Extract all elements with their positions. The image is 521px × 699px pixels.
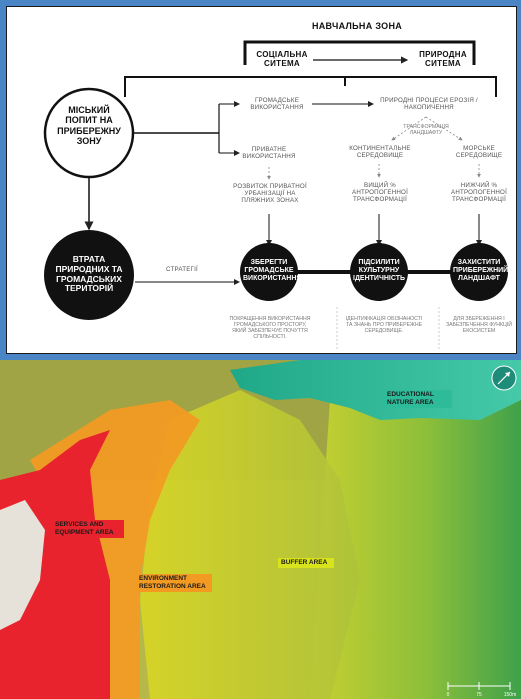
natural-processes-label: ПРИРОДНІ ПРОЦЕСИ ЕРОЗІЯ / НАКОПИЧЕННЯ — [380, 97, 478, 112]
urban-demand-circle — [43, 87, 135, 179]
zoning-map: 0 75 150m EDUCATIONAL NATURE AREA SERVIC… — [0, 360, 521, 699]
urban-demand-label: МІСЬКИЙ ПОПИТ НА ПРИБЕРЕЖНУ ЗОНУ — [57, 105, 121, 147]
note-awareness: ІДЕНТИФІКАЦІЯ ОБІЗНАНОСТІ ТА ЗНАНЬ ПРО П… — [345, 316, 423, 334]
preserve-label: ЗБЕРЕГТИ ГРОМАДСЬКЕ ВИКОРИСТАННЯ — [243, 259, 302, 283]
landscape-label: ЗАХИСТИТИ ПРИБЕРЕЖНИЙ ЛАНДШАФТ — [453, 259, 509, 283]
private-development-label: РОЗВИТОК ПРИВАТНОЇ УРБАНІЗАЦІЇ НА ПЛЯЖНИ… — [233, 183, 307, 205]
continental-label: КОНТИНЕНТАЛЬНЕ СЕРЕДОВИЩЕ — [349, 145, 411, 160]
public-use-label: ГРОМАДСЬКЕ ВИКОРИСТАННЯ — [250, 97, 304, 112]
buffer-area-label: BUFFER AREA — [278, 558, 334, 568]
zone-title: НАВЧАЛЬНА ЗОНА — [311, 21, 403, 31]
natural-system-label: ПРИРОДНА СИТЕМА — [419, 50, 467, 69]
identity-label: ПІДСИЛИТИ КУЛЬТУРНУ ІДЕНТИЧНІСТЬ — [353, 259, 406, 283]
preserve-circle — [240, 243, 298, 301]
higher-transform-label: ВИЩИЙ % АНТРОПОГЕННОЇ ТРАНСФОРМАЦІЇ — [352, 182, 408, 204]
landscape-transform-label: ТРАНСФОРМАЦІЯ ЛАНДШАФТУ — [403, 124, 449, 136]
marine-label: МОРСЬКЕ СЕРЕДОВИЩЕ — [455, 145, 503, 160]
scale-label-75: 75 — [476, 692, 482, 698]
lower-transform-label: НИЖЧИЙ % АНТРОПОГЕННОЇ ТРАНСФОРМАЦІЇ — [451, 182, 507, 204]
educational-area-label: EDUCATIONAL NATURE AREA — [384, 390, 452, 408]
landscape-circle — [450, 243, 508, 301]
rocky-coast — [0, 500, 45, 630]
loss-circle — [44, 230, 134, 320]
services-area-label: SERVICES AND EQUIPMENT AREA — [52, 520, 124, 538]
private-use-label: ПРИВАТНЕ ВИКОРИСТАННЯ — [242, 146, 296, 161]
note-ecosystem: ДЛЯ ЗБЕРЕЖЕННЯ І ЗАБЕЗПЕЧЕННЯ ФУНКЦІЙ ЕК… — [445, 316, 513, 334]
services-zone — [0, 430, 110, 699]
identity-circle — [350, 243, 408, 301]
buffer-zone — [140, 390, 360, 699]
nature-zone — [310, 380, 521, 699]
loss-label: ВТРАТА ПРИРОДНИХ ТА ГРОМАДСЬКИХ ТЕРИТОРІ… — [55, 254, 123, 294]
diagram-connectors — [43, 40, 508, 349]
scale-label-150: 150m — [504, 692, 517, 698]
note-public-space: ПОКРАЩЕННЯ ВИКОРИСТАННЯ ГРОМАДСЬКОГО ПРО… — [229, 316, 311, 340]
scale-label-0: 0 — [447, 692, 450, 698]
strategy-diagram: НАВЧАЛЬНА ЗОНА СОЦІАЛЬНА СИТЕМА ПРИРОДНА… — [6, 6, 517, 354]
map-canvas: 0 75 150m — [0, 360, 521, 699]
scale-bar: 0 75 150m — [447, 682, 517, 698]
environment-area-label: ENVIRONMENT RESTORATION AREA — [136, 574, 212, 592]
strategies-label: СТРАТЕГІЇ — [166, 266, 198, 273]
social-system-label: СОЦІАЛЬНА СИТЕМА — [256, 50, 308, 69]
